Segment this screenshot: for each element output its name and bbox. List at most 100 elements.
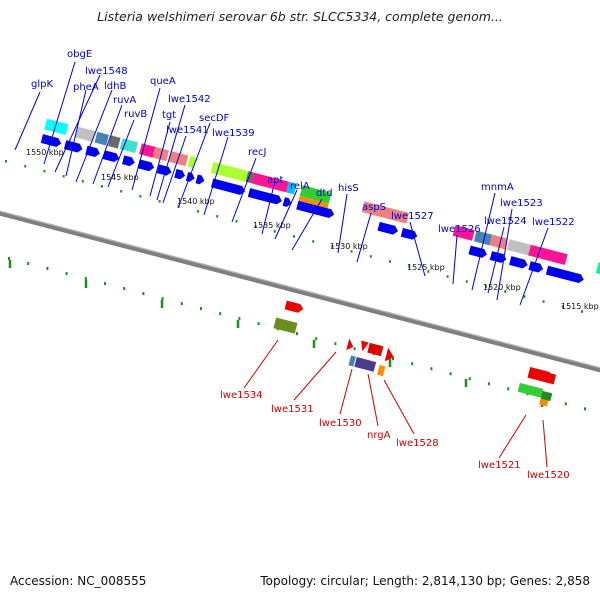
reverse-gene-block bbox=[539, 398, 549, 407]
reverse-leader-lines bbox=[243, 339, 548, 468]
feature-block bbox=[299, 185, 332, 204]
cds-arrow bbox=[509, 256, 528, 269]
cds-arrow bbox=[137, 159, 155, 172]
feature-block bbox=[528, 244, 568, 265]
feature-block bbox=[452, 225, 475, 241]
scale-label-1550: 1550 kbp bbox=[26, 148, 64, 157]
feature-block bbox=[152, 146, 169, 162]
reverse-gene-block bbox=[354, 357, 377, 372]
feature-block bbox=[139, 143, 156, 158]
forward-gene-labels: glpK obgE lwe1548 pheA ldhB ruvA ruvB qu… bbox=[31, 49, 575, 235]
scale-ticks-lower bbox=[8, 257, 586, 411]
forward-strand-features bbox=[40, 118, 600, 284]
cds-arrow bbox=[121, 155, 135, 167]
feature-block bbox=[473, 230, 493, 246]
cds-arrow bbox=[40, 134, 62, 147]
gene-label-mnmA: mnmA bbox=[481, 182, 514, 193]
cds-arrow bbox=[185, 171, 195, 182]
cds-arrow bbox=[156, 164, 172, 176]
gene-label-glpK: glpK bbox=[31, 79, 53, 90]
feature-block bbox=[506, 239, 531, 256]
scale-label-1525: 1525 kbp bbox=[407, 263, 445, 272]
reverse-gene-block bbox=[546, 372, 557, 385]
feature-block bbox=[251, 172, 289, 193]
reverse-gene-block bbox=[540, 390, 553, 402]
cds-arrow bbox=[282, 197, 292, 207]
reverse-gene-arrow bbox=[346, 338, 354, 351]
reverse-gene-arrow bbox=[284, 300, 304, 313]
feature-block bbox=[298, 195, 329, 209]
genome-backbone bbox=[0, 210, 600, 373]
cds-arrow bbox=[195, 174, 205, 185]
feature-block bbox=[187, 156, 197, 169]
gene-label-aspS: aspS bbox=[362, 202, 386, 213]
gene-label-lwe1531: lwe1531 bbox=[271, 404, 314, 415]
gene-label-obgE: obgE bbox=[67, 49, 92, 60]
scale-label-1540: 1540 kbp bbox=[177, 197, 215, 206]
gene-label-ruvA: ruvA bbox=[113, 95, 136, 106]
scale-label-1530: 1530 kbp bbox=[330, 242, 368, 251]
gene-label-secDF: secDF bbox=[199, 113, 230, 124]
gene-label-lwe1534: lwe1534 bbox=[220, 390, 263, 401]
feature-block bbox=[489, 234, 508, 250]
gene-label-lwe1541: lwe1541 bbox=[166, 125, 209, 136]
gene-label-relA: relA bbox=[290, 181, 310, 192]
cds-arrow bbox=[174, 168, 186, 180]
gene-label-lwe1521: lwe1521 bbox=[478, 460, 521, 471]
feature-block bbox=[361, 201, 409, 224]
reverse-strand-features bbox=[273, 300, 557, 407]
gene-label-recJ: recJ bbox=[248, 147, 267, 158]
feature-block bbox=[119, 138, 138, 154]
gene-label-lwe1528: lwe1528 bbox=[396, 438, 439, 449]
cds-arrow bbox=[528, 261, 544, 273]
reverse-gene-arrow bbox=[361, 340, 369, 352]
cds-arrow bbox=[211, 178, 246, 195]
cds-arrow bbox=[489, 251, 507, 263]
feature-block bbox=[44, 118, 69, 135]
gene-label-nrgA: nrgA bbox=[367, 430, 391, 441]
cds-arrow bbox=[296, 200, 335, 219]
gene-label-queA: queA bbox=[150, 76, 176, 87]
gene-label-ruvB: ruvB bbox=[124, 109, 147, 120]
reverse-gene-block bbox=[367, 342, 384, 357]
feature-block bbox=[595, 262, 600, 284]
gene-label-pheA: pheA bbox=[73, 82, 99, 93]
feature-block bbox=[94, 131, 109, 146]
accession-text: Accession: NC_008555 bbox=[10, 574, 147, 588]
gene-label-lwe1542: lwe1542 bbox=[168, 94, 211, 105]
scale-label-1520: 1520 kbp bbox=[483, 283, 521, 292]
scale-label-1545: 1545 kbp bbox=[101, 173, 139, 182]
gene-label-lwe1522: lwe1522 bbox=[532, 217, 575, 228]
scale-labels: 1550 kbp 1545 kbp 1540 kbp 1535 kbp 1530… bbox=[26, 148, 599, 311]
map-title: Listeria welshimeri serovar 6b str. SLCC… bbox=[97, 9, 503, 24]
cds-arrow bbox=[468, 245, 487, 258]
gene-label-apt: apt bbox=[267, 175, 283, 186]
gene-label-dtd: dtd bbox=[316, 188, 333, 199]
gene-label-lwe1523: lwe1523 bbox=[500, 198, 543, 209]
gene-label-lwe1530: lwe1530 bbox=[319, 418, 362, 429]
gene-label-ldhB: ldhB bbox=[104, 81, 126, 92]
feature-block bbox=[210, 162, 249, 182]
gene-label-lwe1539: lwe1539 bbox=[212, 128, 255, 139]
genome-backbone-highlight bbox=[0, 210, 600, 369]
topology-text: Topology: circular; Length: 2,814,130 bp… bbox=[260, 574, 590, 588]
reverse-gene-block bbox=[517, 382, 544, 398]
gene-label-lwe1520: lwe1520 bbox=[527, 470, 570, 481]
gene-label-lwe1527: lwe1527 bbox=[391, 211, 434, 222]
cds-arrow bbox=[400, 227, 418, 240]
forward-leader-lines bbox=[14, 61, 549, 306]
cds-arrow bbox=[247, 188, 282, 205]
gene-label-hisS: hisS bbox=[338, 183, 359, 194]
scale-label-1535: 1535 kbp bbox=[253, 221, 291, 230]
gene-label-lwe1548: lwe1548 bbox=[85, 66, 128, 77]
reverse-gene-arrow bbox=[527, 366, 553, 383]
feature-block bbox=[108, 135, 121, 149]
feature-block bbox=[75, 126, 96, 142]
gene-label-tgt: tgt bbox=[162, 110, 176, 121]
feature-block bbox=[286, 181, 297, 195]
cds-arrow bbox=[102, 150, 120, 163]
cds-arrow bbox=[377, 221, 398, 235]
reverse-gene-block bbox=[377, 365, 386, 377]
reverse-gene-block bbox=[348, 355, 356, 367]
